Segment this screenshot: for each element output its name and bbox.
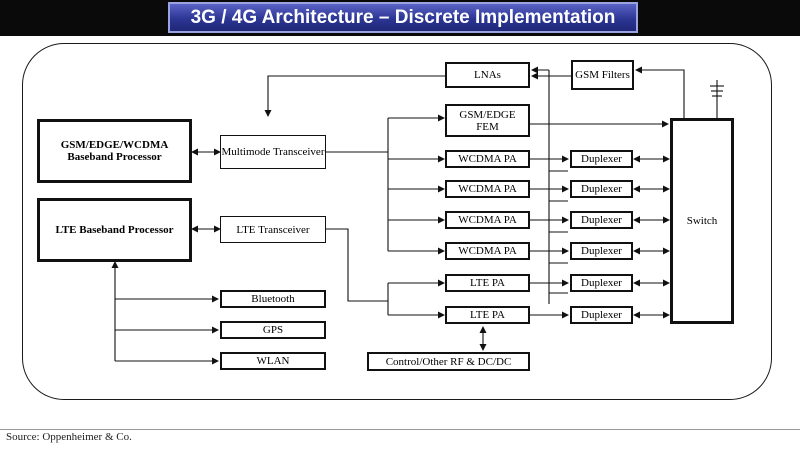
diagram-frame	[22, 43, 772, 400]
wcdma-pa-block: WCDMA PA	[445, 211, 530, 229]
gsm-edge-wcdma-baseband-processor: GSM/EDGE/WCDMA Baseband Processor	[37, 119, 192, 183]
duplexer-block: Duplexer	[570, 211, 633, 229]
duplexer-block: Duplexer	[570, 180, 633, 198]
lte-pa-block: LTE PA	[445, 306, 530, 324]
slide-title: 3G / 4G Architecture – Discrete Implemen…	[168, 2, 638, 55]
gps-block: GPS	[220, 321, 326, 339]
lte-pa-block: LTE PA	[445, 274, 530, 292]
wcdma-pa-block: WCDMA PA	[445, 180, 530, 198]
source-note: Source: Oppenheimer & Co.	[6, 431, 132, 443]
multimode-transceiver: Multimode Transceiver	[220, 135, 326, 169]
switch-block: Switch	[670, 118, 734, 324]
gsm-edge-fem-block: GSM/EDGE FEM	[445, 104, 530, 137]
lte-transceiver: LTE Transceiver	[220, 216, 326, 243]
duplexer-block: Duplexer	[570, 242, 633, 260]
duplexer-block: Duplexer	[570, 274, 633, 292]
wlan-block: WLAN	[220, 352, 326, 370]
lnas-block: LNAs	[445, 62, 530, 88]
control-other-rf-dcdc-block: Control/Other RF & DC/DC	[367, 352, 530, 371]
gsm-filters-block: GSM Filters	[571, 60, 634, 90]
wcdma-pa-block: WCDMA PA	[445, 150, 530, 168]
lte-baseband-processor: LTE Baseband Processor	[37, 198, 192, 262]
bluetooth-block: Bluetooth	[220, 290, 326, 308]
duplexer-block: Duplexer	[570, 306, 633, 324]
source-divider	[0, 429, 800, 430]
duplexer-block: Duplexer	[570, 150, 633, 168]
title-bar: 3G / 4G Architecture – Discrete Implemen…	[0, 0, 800, 55]
wcdma-pa-block: WCDMA PA	[445, 242, 530, 260]
